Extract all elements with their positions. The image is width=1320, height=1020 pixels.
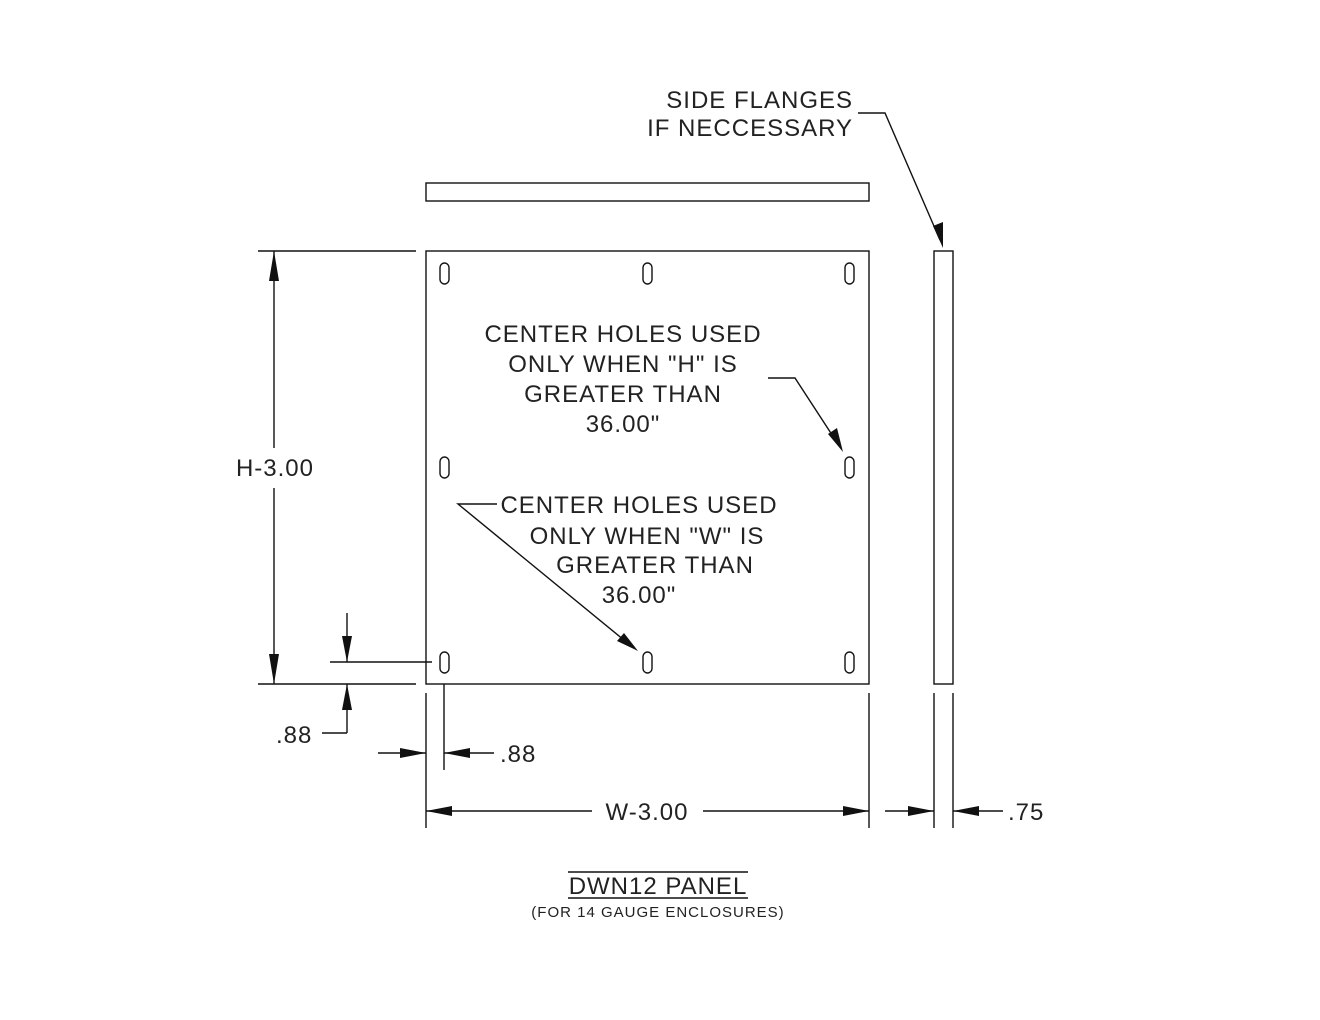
slot-mid-left (439, 456, 450, 479)
arrow-icon (269, 251, 279, 281)
arrow-icon (953, 806, 979, 816)
arrow-icon (269, 654, 279, 684)
arrow-icon (444, 748, 470, 758)
slot-top-right (844, 262, 855, 285)
width-dimension: W-3.00 (425, 693, 870, 828)
panel-outline (425, 250, 870, 685)
arrow-icon (400, 748, 426, 758)
note-line: IF NECCESSARY (647, 115, 853, 142)
drawing-subtitle: (FOR 14 GAUGE ENCLOSURES) (531, 904, 784, 921)
center-holes-h-note: CENTER HOLES USED ONLY WHEN "H" IS GREAT… (484, 321, 843, 452)
slot-bottom-center (642, 651, 653, 674)
note-line: 36.00" (602, 582, 677, 609)
horizontal-offset-label: .88 (500, 741, 536, 768)
mounting-slots (439, 262, 855, 674)
center-holes-w-note: CENTER HOLES USED ONLY WHEN "W" IS GREAT… (456, 492, 777, 651)
note-line: 36.00" (586, 411, 661, 438)
height-dim-label: H-3.00 (236, 455, 314, 482)
vertical-offset-label: .88 (276, 722, 312, 749)
height-dimension: H-3.00 (236, 250, 416, 685)
top-flange (425, 182, 870, 202)
side-flange (933, 250, 954, 685)
horizontal-offset-dimension: .88 (378, 684, 536, 770)
vertical-offset-dimension: .88 (276, 613, 432, 749)
arrow-icon (908, 806, 934, 816)
flange-width-dimension: .75 (885, 693, 1044, 828)
slot-top-center (642, 262, 653, 285)
arrow-icon (828, 428, 843, 452)
slot-top-left (439, 262, 450, 285)
arrow-icon (342, 684, 352, 710)
slot-bottom-right (844, 651, 855, 674)
side-flange-note: SIDE FLANGES IF NECCESSARY (647, 87, 943, 248)
arrow-icon (426, 806, 452, 816)
slot-mid-right (844, 456, 855, 479)
width-dim-label: W-3.00 (606, 799, 689, 826)
arrow-icon (617, 633, 638, 651)
note-line: GREATER THAN (556, 552, 754, 579)
arrow-icon (342, 636, 352, 662)
title-block: DWN12 PANEL (FOR 14 GAUGE ENCLOSURES) (531, 871, 784, 921)
drawing-title: DWN12 PANEL (569, 873, 748, 900)
note-line: CENTER HOLES USED (500, 492, 777, 519)
arrow-icon (843, 806, 869, 816)
note-line: CENTER HOLES USED (484, 321, 761, 348)
note-line: ONLY WHEN "H" IS (508, 351, 738, 378)
note-line: ONLY WHEN "W" IS (530, 523, 765, 550)
note-line: GREATER THAN (524, 381, 722, 408)
arrow-icon (933, 222, 943, 248)
flange-width-label: .75 (1008, 799, 1044, 826)
slot-bottom-left (439, 651, 450, 674)
note-line: SIDE FLANGES (666, 87, 853, 114)
